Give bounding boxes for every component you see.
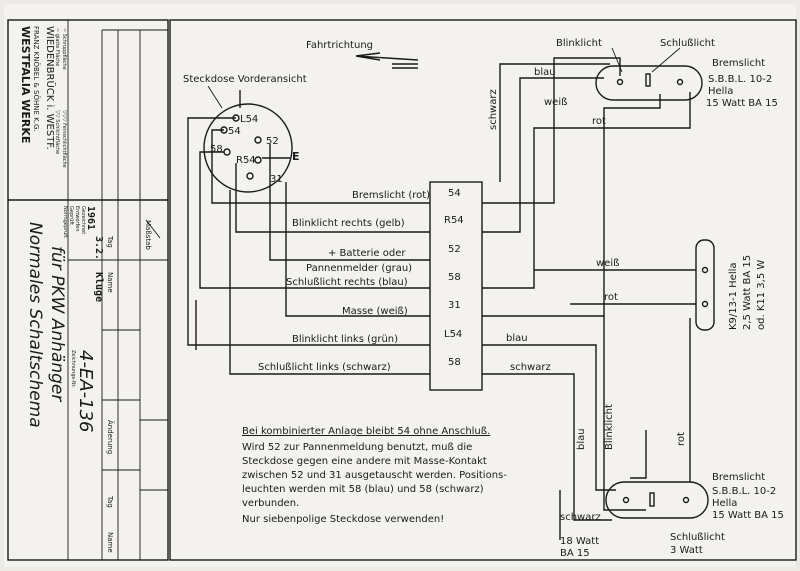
socket-pin-r54: R54 [236,155,256,166]
company-city: WIEDENBRÜCK i. WESTF. [44,26,57,150]
terminal-pin-31: 31 [448,300,461,311]
lamp-bottom-left-watt-1: 18 Watt [560,536,599,547]
wires-socket [187,90,430,375]
socket-pin-58: 58 [210,144,223,155]
field-normgeprueft: Normgeprüft [62,206,68,238]
terminal-label-blink-links: Blinklicht links (grün) [292,334,398,345]
lamp-top-spec-2: S.B.B.L. 10-2 [708,74,772,85]
signature: Kluge [93,272,104,302]
lamp-top-spec-1: Bremslicht [712,58,765,69]
wire-label-blau-mid: blau [506,333,528,344]
lamp-bottom-watt: 3 Watt [670,545,703,556]
terminal-label-masse: Masse (weiß) [342,306,408,317]
lamp-top-spec-3: Hella [708,86,733,97]
lamp-bottom-spec-1: Bremslicht [712,472,765,483]
wire-label-rot-mid: rot [604,292,618,303]
paper-sheet [4,4,796,567]
socket-pin-54: 54 [228,126,241,137]
socket-pin-52: 52 [266,136,279,147]
plate-lamp-spec-1: K9/13-1 Hella [728,262,739,330]
terminal-pin-58-left: 58 [448,357,461,368]
terminal-label-schluss-links: Schlußlicht links (schwarz) [258,362,391,373]
terminal-label-pannenmelder: Pannenmelder (grau) [306,263,412,274]
field-tag: Tag [106,235,114,248]
wire-label-rot-bottom: rot [676,432,687,446]
lamp-bottom-schlusslicht: Schlußlicht [670,532,725,543]
wire-label-weiss-top: weiß [544,97,567,108]
terminal-label-batterie: + Batterie oder [328,248,406,259]
lamp-bottom-blinklicht: Blinklicht [604,404,615,450]
lamp-top-schlusslicht: Schlußlicht [660,38,715,49]
socket-label: Steckdose Vorderansicht [183,74,307,85]
note-line-5: verbunden. [242,498,299,509]
legend-fine-finish: ▽▽▽ Feinschlichtfläche [61,110,67,168]
socket-pin-31: 31 [270,174,283,185]
note-line-6: Nur siebenpolige Steckdose verwenden! [242,514,444,525]
terminal-pin-r54: R54 [444,215,464,226]
drawing-title-line-1: Normales Schaltschema [25,222,45,428]
company-name: WESTFALIA WERKE [19,26,32,143]
year-stamp: 1961 [85,206,96,230]
drawing-number: 4-EA-136 [75,350,96,433]
field-name: Name [106,272,114,293]
note-line-4: leuchten werden mit 58 (blau) und 58 (sc… [242,484,484,495]
company-owner: FRANZ KNÖBEL & SÖHNE K.G. [32,26,41,132]
terminal-label-bremslicht: Bremslicht (rot) [352,190,430,201]
legend-smooth: ~ glatte Fläche [54,28,60,66]
socket-pin-l54: L54 [240,114,258,125]
field-geprueft: Geprüft [68,206,74,225]
plate-lamp-spec-3: od. K11 3,5 W [756,260,767,330]
date-stamp: 3.2. [93,236,104,260]
title-block: WESTFALIA WERKE FRANZ KNÖBEL & SÖHNE K.G… [7,19,169,561]
terminal-label-schluss-rechts: Schlußlicht rechts (blau) [286,277,408,288]
plate-lamp: K9/13-1 Hella 2,5 Watt BA 15 od. K11 3,5… [695,239,767,331]
lamp-bottom-spec-2: S.B.B.L. 10-2 [712,486,776,497]
lamp-top-blinklicht: Blinklicht [556,38,602,49]
diagram-area: Fahrtrichtung Steckdose Vorderansicht L5… [169,19,797,561]
field-massstab: Maßstab [144,220,152,250]
note-block: Bei kombinierter Anlage bleibt 54 ohne A… [242,426,507,525]
note-heading: Bei kombinierter Anlage bleibt 54 ohne A… [242,426,490,437]
terminal-pin-l54: L54 [444,329,462,340]
wire-label-schwarz-top: schwarz [488,89,499,130]
terminal-pin-54: 54 [448,188,461,199]
wire-label-weiss-mid: weiß [596,258,619,269]
field-gezeichnet: Gezeichnet [80,206,86,234]
wire-label-schwarz-bottom: schwarz [560,512,601,523]
lamp-top: Blinklicht Schlußlicht Bremslicht S.B.B.… [556,38,778,109]
socket-circle [203,103,293,193]
wire-label-rot-top: rot [592,116,606,127]
terminal-label-blink-rechts: Blinklicht rechts (gelb) [292,218,405,229]
direction-arrow [355,52,419,61]
wire-label-blau-bottom: blau [576,428,587,450]
ground-symbol: E [292,150,300,163]
lamp-bottom-spec-4: 15 Watt BA 15 [712,510,784,521]
field-zeichnungs-nr: Zeichnungs-Nr. [70,350,76,388]
field-name-2: Name [106,532,114,553]
wires-lamps [482,57,696,540]
note-line-1: Wird 52 zur Pannenmeldung benutzt, muß d… [242,442,472,453]
note-line-2: Steckdose gegen eine andere mit Masse-Ko… [242,456,487,467]
lamp-bottom: Blinklicht Schlußlicht 3 Watt 18 Watt BA… [560,404,784,559]
legend-rough: ~ Schruppfläche [61,28,67,70]
field-tag-2: Tag [106,495,114,508]
terminal-pin-58-right: 58 [448,272,461,283]
lamp-bottom-spec-3: Hella [712,498,737,509]
note-line-3: zwischen 52 und 31 ausgetauscht werden. … [242,470,507,481]
wire-label-schwarz-mid: schwarz [510,362,551,373]
lamp-top-spec-4: 15 Watt BA 15 [706,98,778,109]
legend-finish: ▽▽ Schlichtfläche [54,110,60,154]
plate-lamp-spec-2: 2,5 Watt BA 15 [742,255,753,330]
lamp-bottom-left-watt-2: BA 15 [560,548,590,559]
terminal-pin-52: 52 [448,244,461,255]
direction-label: Fahrtrichtung [306,40,373,51]
field-entworfen: Entworfen [74,206,80,232]
drawing-title-line-2: für PKW Anhänger [47,246,67,402]
wire-label-blau-top: blau [534,67,556,78]
terminal-block [429,181,483,391]
field-aenderung: Änderung [106,420,115,454]
